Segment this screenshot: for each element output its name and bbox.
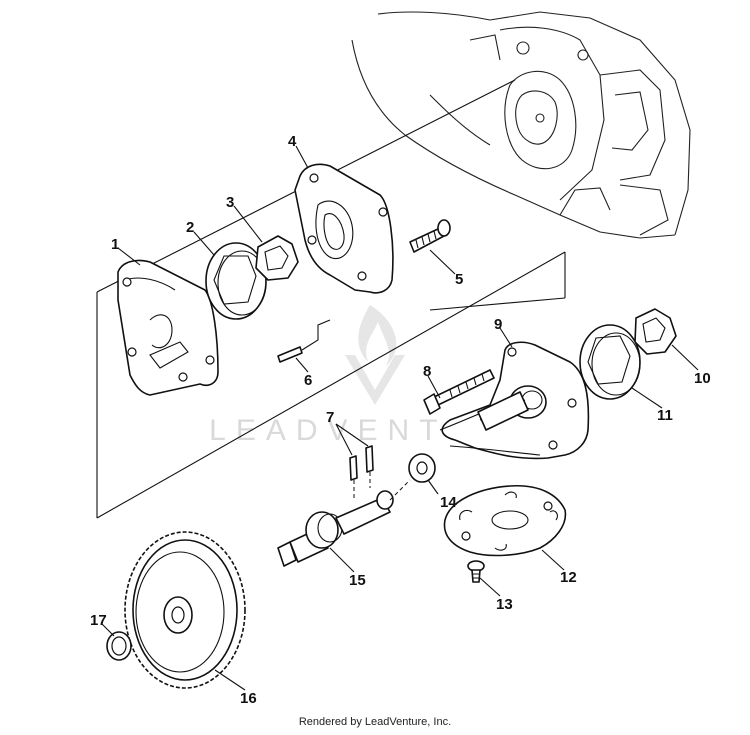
footer-credit: Rendered by LeadVenture, Inc. xyxy=(298,716,452,728)
callout-17: 17 xyxy=(90,612,107,629)
watermark-flame-icon xyxy=(358,305,397,366)
callout-3: 3 xyxy=(226,194,234,211)
callout-8: 8 xyxy=(423,363,431,380)
engine-housing xyxy=(351,11,691,239)
part-9-pump-housing xyxy=(439,341,590,460)
part-12-cover-plate xyxy=(443,485,567,557)
part-2-outer-rotor xyxy=(205,242,267,320)
part-13-screw xyxy=(467,560,485,583)
callout-10: 10 xyxy=(694,370,711,387)
part-6-dowel-pin xyxy=(277,319,331,363)
part-1-pump-plate xyxy=(117,259,219,396)
leader-lines xyxy=(101,145,699,691)
callout-15: 15 xyxy=(349,572,366,589)
part-8-long-bolt xyxy=(423,369,495,415)
callouts: 1 2 3 4 5 6 7 8 9 10 11 12 13 14 15 16 1… xyxy=(90,133,711,707)
part-14-washer xyxy=(408,453,436,483)
part-10-inner-rotor xyxy=(634,308,677,355)
part-11-outer-rotor xyxy=(579,324,641,400)
callout-4: 4 xyxy=(288,133,297,150)
part-16-gear xyxy=(124,531,246,689)
callout-14: 14 xyxy=(440,494,457,511)
part-15-shaft xyxy=(277,479,411,567)
callout-7: 7 xyxy=(326,409,334,426)
part-5-bolt xyxy=(409,219,451,253)
callout-13: 13 xyxy=(496,596,513,613)
part-7-pins xyxy=(349,445,374,500)
callout-9: 9 xyxy=(494,316,502,333)
callout-12: 12 xyxy=(560,569,577,586)
part-3-inner-rotor xyxy=(255,235,299,281)
part-17-snap-ring xyxy=(106,631,132,661)
watermark-chevron-icon xyxy=(345,355,405,405)
part-4-pump-cover xyxy=(294,163,394,294)
callout-11: 11 xyxy=(657,407,673,424)
callout-6: 6 xyxy=(304,372,312,389)
callout-1: 1 xyxy=(111,236,119,253)
callout-16: 16 xyxy=(240,690,257,707)
callout-5: 5 xyxy=(455,271,463,288)
callout-2: 2 xyxy=(186,219,194,236)
